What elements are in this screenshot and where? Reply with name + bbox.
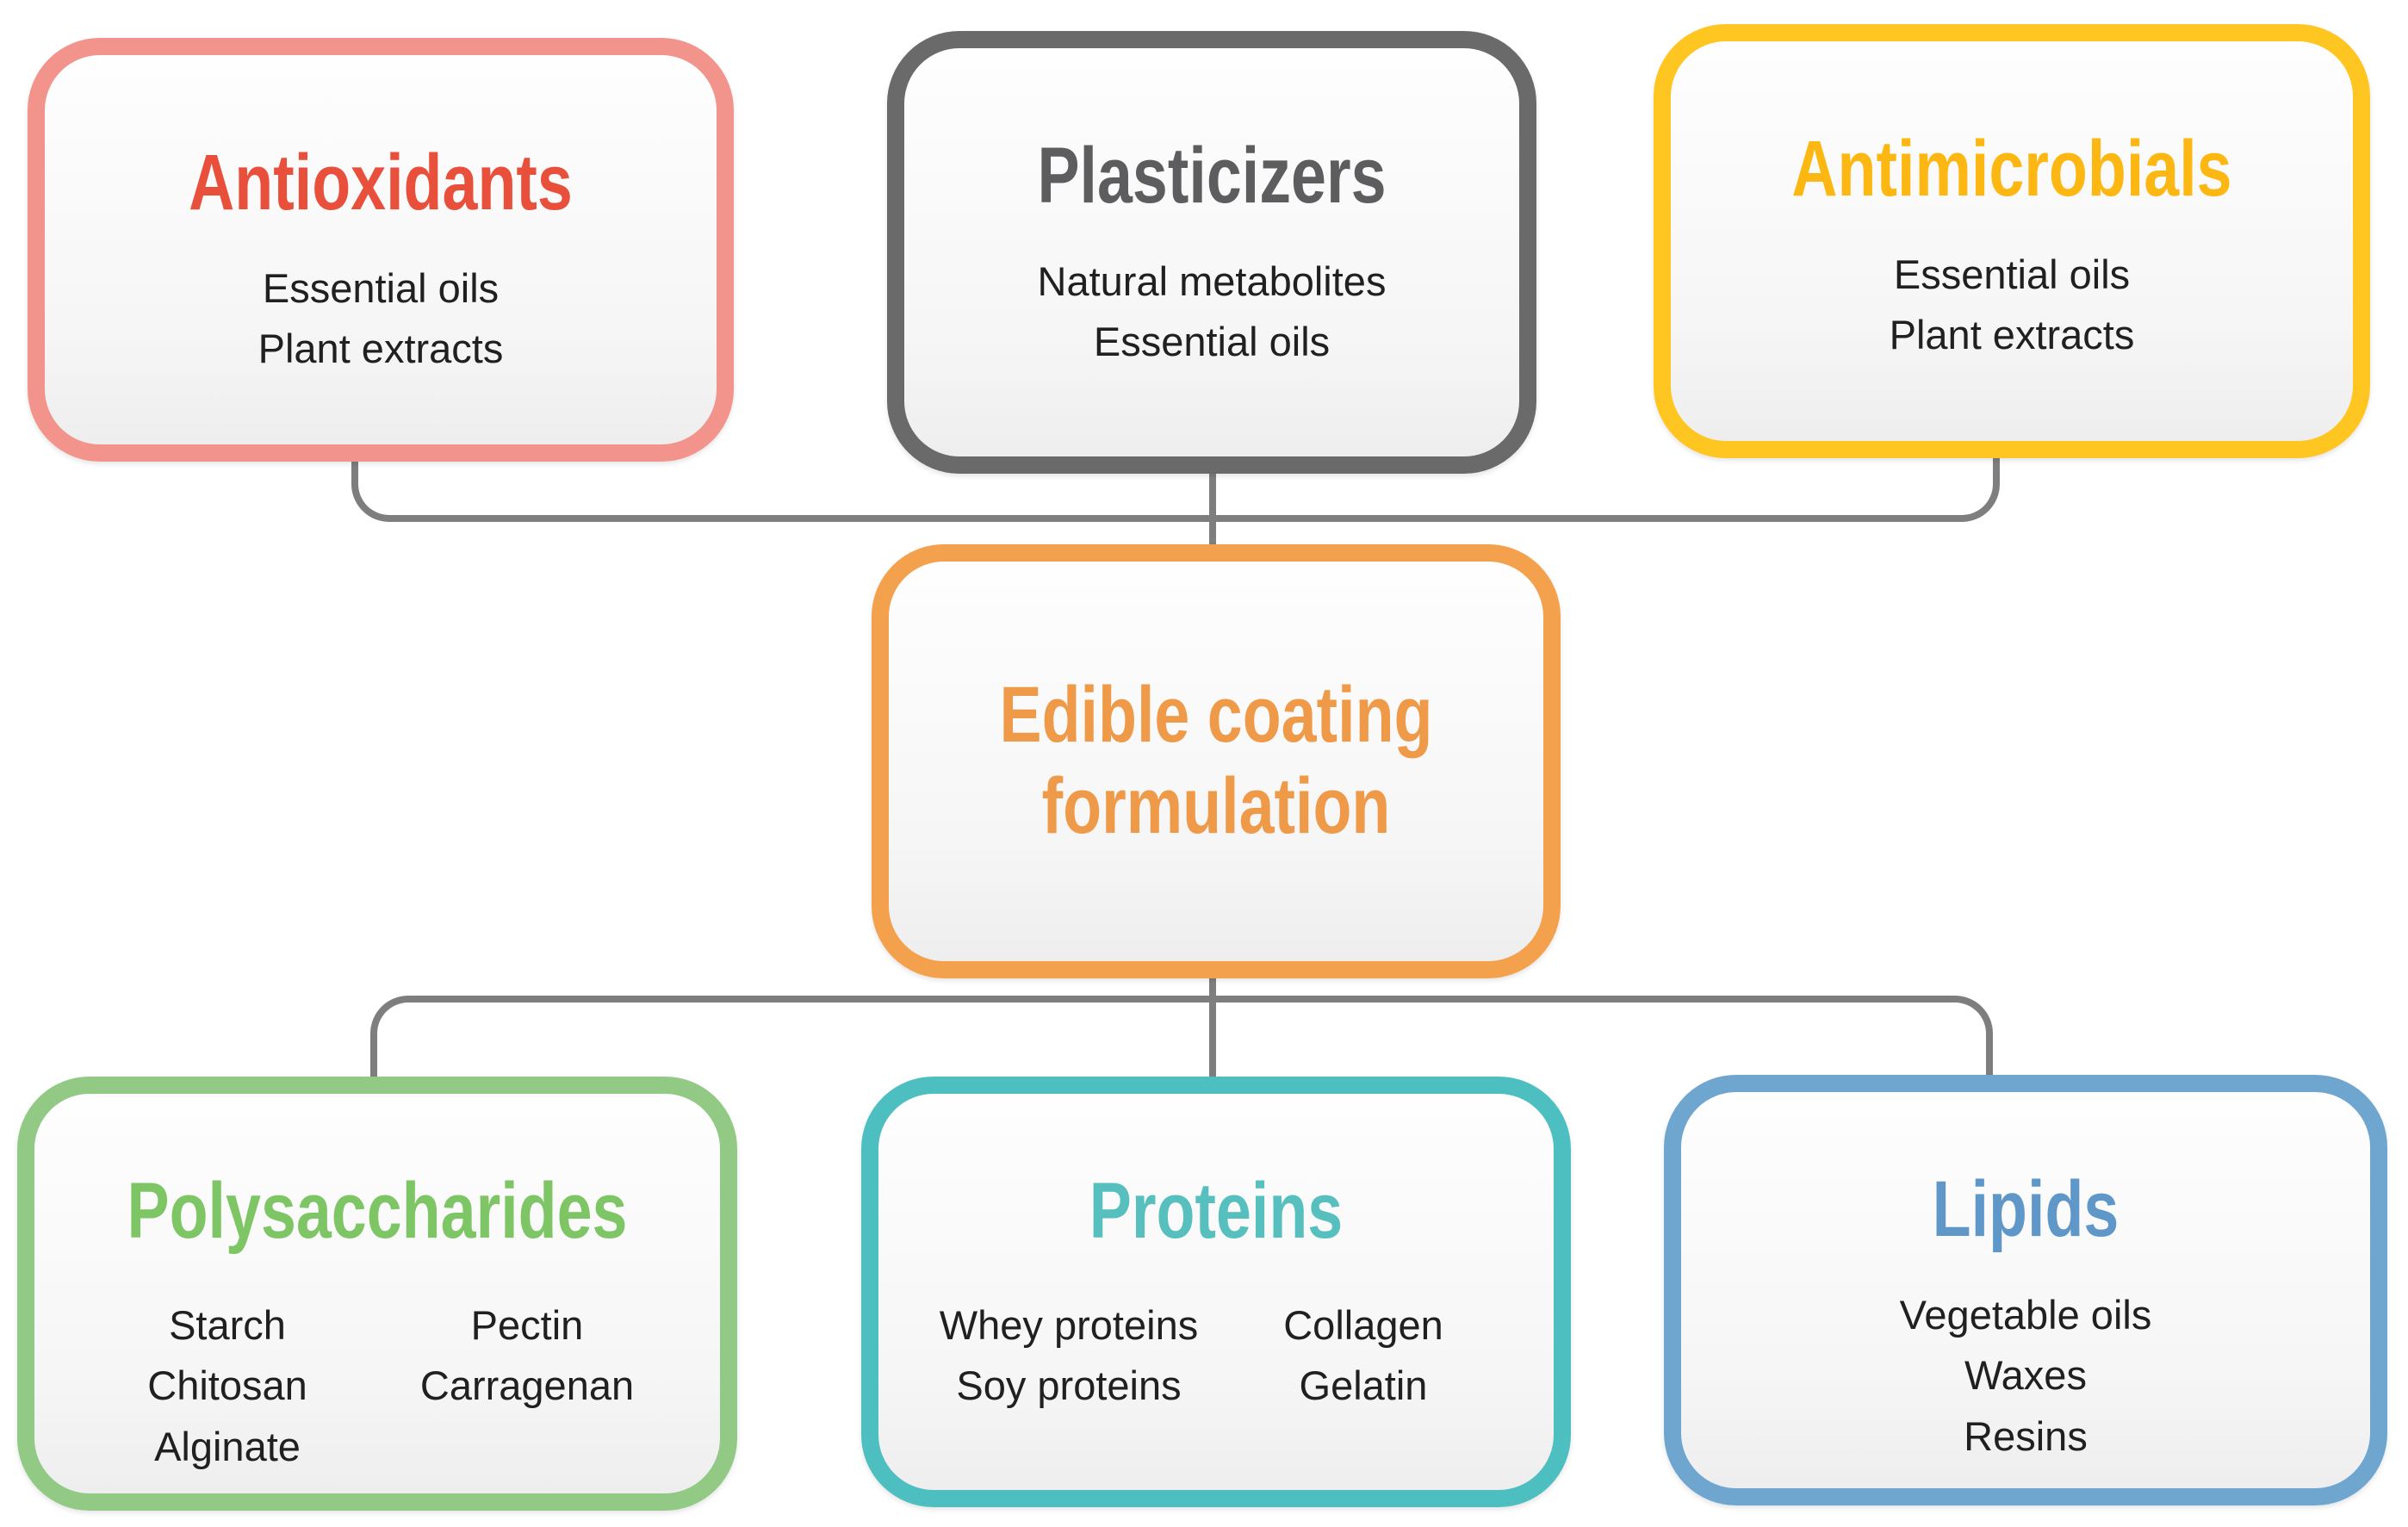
antioxidants-box: Antioxidants Essential oils Plant extrac… — [28, 38, 734, 462]
list-item: Alginate — [154, 1423, 301, 1469]
bottom-connector-center-line — [1209, 973, 1216, 1082]
proteins-title: Proteins — [1089, 1167, 1344, 1255]
plasticizers-title: Plasticizers — [1037, 132, 1387, 220]
edible-coating-formulation-box: Edible coating formulation — [872, 544, 1561, 978]
polysaccharides-title: Polysaccharides — [127, 1167, 628, 1255]
edible-coating-formulation-title: Edible coating formulation — [999, 671, 1433, 850]
top-connector-center-line — [1209, 472, 1216, 551]
polysaccharides-items: Starch Chitosan Alginate Pectin Carragen… — [34, 1295, 720, 1478]
lipids-items: Vegetable oils Waxes Resins — [1681, 1285, 2370, 1468]
antimicrobials-title: Antimicrobials — [1791, 125, 2232, 213]
lipids-box: Lipids Vegetable oils Waxes Resins — [1664, 1075, 2387, 1505]
list-item: Gelatin — [1299, 1363, 1428, 1409]
list-item: Waxes — [1964, 1352, 2087, 1399]
list-item: Plant extracts — [258, 326, 504, 372]
list-item: Carragenan — [419, 1363, 635, 1409]
list-item: Resins — [1964, 1412, 2088, 1459]
list-item: Natural metabolites — [1037, 258, 1387, 304]
list-item: Soy proteins — [956, 1363, 1182, 1409]
list-item: Plant extracts — [1889, 312, 2135, 358]
list-item: Chitosan — [147, 1363, 307, 1409]
list-item: Starch — [169, 1301, 286, 1348]
list-item: Essential oils — [1093, 319, 1331, 365]
lipids-title: Lipids — [1932, 1165, 2119, 1253]
polysaccharides-column-1: Starch Chitosan Alginate — [78, 1295, 377, 1478]
list-item: Pectin — [470, 1301, 584, 1348]
list-item: Essential oils — [262, 264, 500, 311]
antioxidants-title: Antioxidants — [189, 139, 573, 227]
list-item: Collagen — [1283, 1301, 1443, 1348]
antimicrobials-items: Essential oils Plant extracts — [1671, 245, 2353, 366]
polysaccharides-box: Polysaccharides Starch Chitosan Alginate… — [17, 1077, 737, 1511]
polysaccharides-column-2: Pectin Carragenan — [377, 1295, 677, 1478]
plasticizers-items: Natural metabolites Essential oils — [904, 251, 1519, 373]
antimicrobials-box: Antimicrobials Essential oils Plant extr… — [1654, 24, 2370, 458]
list-item: Vegetable oils — [1899, 1291, 2152, 1338]
proteins-items: Whey proteins Soy proteins Collagen Gela… — [878, 1295, 1554, 1417]
top-connector-bracket — [351, 456, 2000, 522]
antioxidants-items: Essential oils Plant extracts — [45, 258, 717, 380]
proteins-box: Proteins Whey proteins Soy proteins Coll… — [861, 1077, 1571, 1507]
plasticizers-box: Plasticizers Natural metabolites Essenti… — [887, 31, 1536, 474]
bottom-connector-bracket — [370, 996, 1993, 1082]
proteins-column-1: Whey proteins Soy proteins — [922, 1295, 1216, 1417]
list-item: Essential oils — [1893, 251, 2131, 297]
proteins-column-2: Collagen Gelatin — [1216, 1295, 1511, 1417]
list-item: Whey proteins — [939, 1301, 1199, 1348]
